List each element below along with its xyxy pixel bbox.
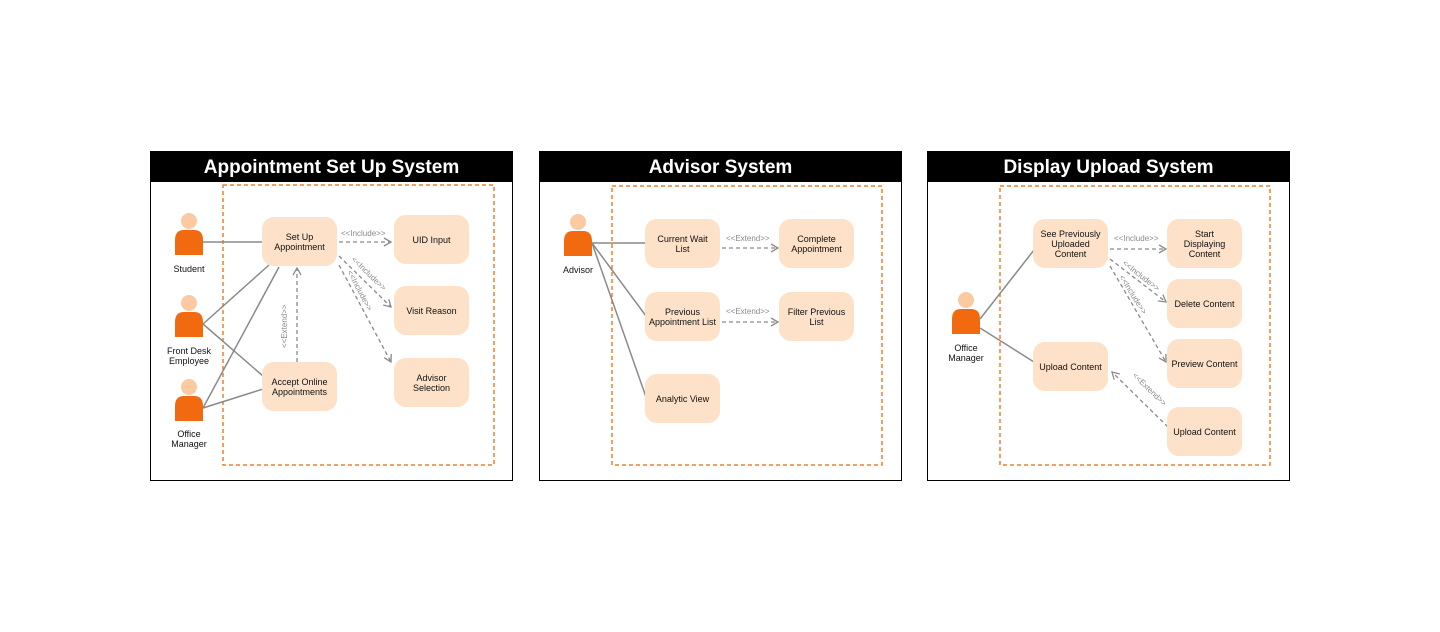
actor-label-advisor: Advisor [562,265,593,275]
panel-title: Appointment Set Up System [151,152,512,182]
diagram-connectors: <<Include>> <<Include>> <<Include>> <<Ex… [175,184,495,466]
use-case-upload-content-extension: Upload Content [1167,407,1242,456]
panel-title: Display Upload System [928,152,1289,182]
actor-student-icon [175,213,203,255]
system-boundary [999,185,1271,466]
use-case-start-displaying: Start Displaying Content [1167,219,1242,268]
panel-title: Advisor System [540,152,901,182]
system-boundary [222,184,495,466]
extend-label: <<Extend>> [726,307,770,316]
association-lines [979,249,1035,363]
actor-label-student: Student [173,264,205,274]
use-case-uid-input: UID Input [394,215,469,264]
actor-label-front-desk: Front Desk Employee [166,346,211,366]
advisor-system-panel: Advisor System <<Extend>> <<Extend>> Adv… [539,151,902,481]
use-case-previous-appointment-list: Previous Appointment List [645,292,720,341]
dependency-lines [1109,244,1169,428]
extend-label: <<Extend>> [726,234,770,243]
actor-office-manager-icon [175,379,203,421]
dependency-lines [292,237,393,364]
extend-label: <<Extend>> [1131,371,1169,408]
actor-label-office-manager: Office Manager [171,429,207,449]
use-case-delete-content: Delete Content [1167,279,1242,328]
actor-front-desk-icon [175,295,203,337]
use-case-set-up-appointment: Set Up Appointment [262,217,337,266]
use-case-preview-content: Preview Content [1167,339,1242,388]
association-lines [202,241,280,409]
extend-label: <<Extend>> [280,304,289,348]
use-case-complete-appointment: Complete Appointment [779,219,854,268]
use-case-advisor-selection: Advisor Selection [394,358,469,407]
use-case-visit-reason: Visit Reason [394,286,469,335]
use-case-upload-content: Upload Content [1033,342,1108,391]
actor-label-office-manager: Office Manager [948,343,984,363]
system-boundary [611,185,883,466]
use-case-analytic-view: Analytic View [645,374,720,423]
appointment-setup-panel: Appointment Set Up System <<Include>> <<… [150,151,513,481]
include-label: <<Include>> [1114,234,1159,243]
use-case-current-wait-list: Current Wait List [645,219,720,268]
use-case-filter-previous-list: Filter Previous List [779,292,854,341]
diagram-connectors: <<Include>> <<Include>> <<Include>> <<Ex… [952,185,1271,466]
dependency-lines [722,243,780,327]
association-lines [591,242,647,398]
actor-office-manager-icon [952,292,980,334]
use-case-accept-online: Accept Online Appointments [262,362,337,411]
display-upload-panel: Display Upload System <<Include>> <<Incl… [927,151,1290,481]
use-case-see-previously-uploaded: See Previously Uploaded Content [1033,219,1108,268]
include-label: <<Include>> [341,229,386,238]
diagram-connectors: <<Extend>> <<Extend>> [564,185,883,466]
actor-advisor-icon [564,214,592,256]
